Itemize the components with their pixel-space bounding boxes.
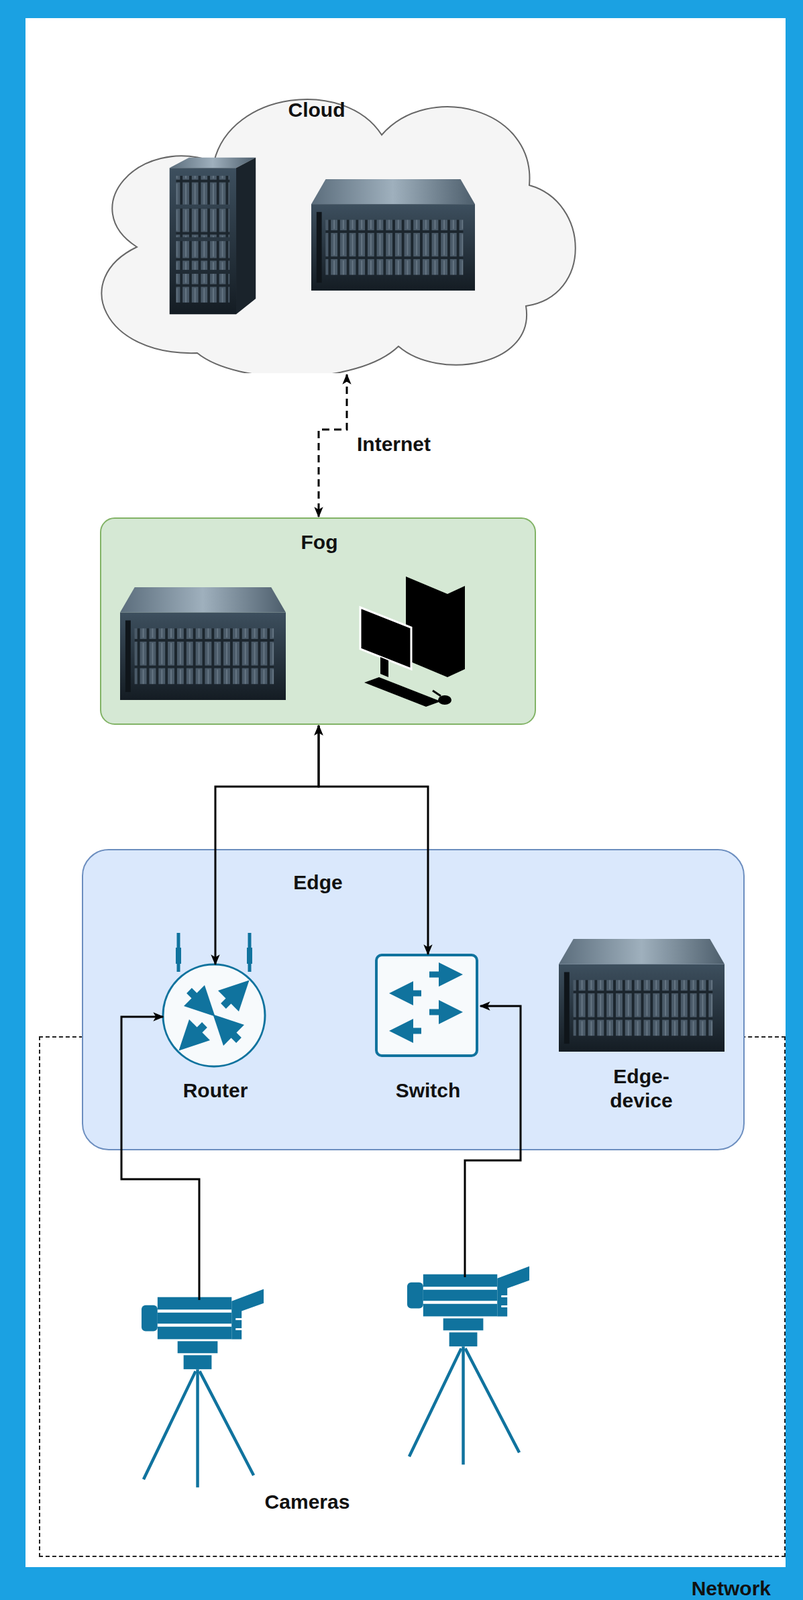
edge-label: Internet (354, 432, 433, 457)
camera-icon (141, 1288, 264, 1487)
label-holder: Edge (293, 870, 343, 895)
switch-icon (376, 954, 477, 1056)
label-holder: Cameras (264, 1489, 351, 1514)
label-holder: Network (691, 1575, 771, 1600)
server (311, 179, 475, 291)
node-label: Switch (395, 1078, 461, 1103)
node-label: Cloud (288, 97, 346, 123)
node-label: Router (183, 1078, 249, 1103)
computer-icon (360, 576, 465, 707)
edge-label-holder: Internet (354, 432, 433, 457)
label-holder: Fog (301, 529, 339, 555)
connector (318, 725, 428, 954)
node-label: Network (691, 1575, 771, 1600)
connector (318, 374, 347, 517)
edge-server (558, 938, 725, 1052)
label-holder: Switch (395, 1078, 461, 1103)
node-label: Fog (301, 529, 339, 555)
rack-server (169, 157, 256, 315)
router-icon (163, 932, 265, 1066)
camera-icon (407, 1265, 530, 1464)
connector (464, 1005, 521, 1277)
node-label: Edge-device (597, 1063, 685, 1113)
node-label: Cameras (264, 1489, 351, 1514)
label-holder: Edge-device (597, 1063, 685, 1113)
node-label: Edge (293, 870, 343, 895)
connector (215, 725, 319, 965)
server (120, 586, 286, 700)
connector (121, 1016, 200, 1300)
label-holder: Router (183, 1078, 249, 1103)
label-holder: Cloud (288, 97, 346, 123)
